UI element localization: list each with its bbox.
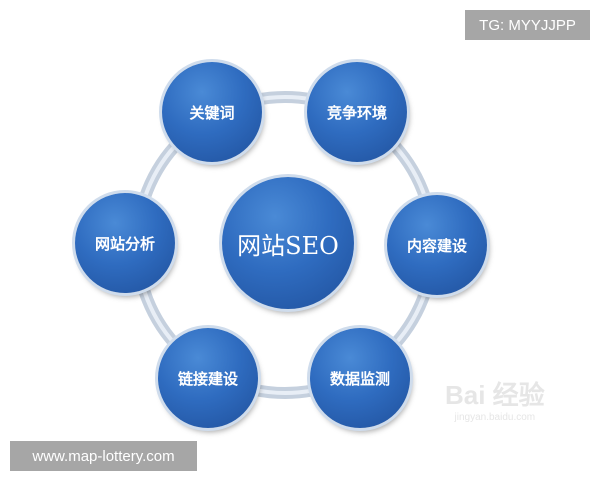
node-label: 链接建设 bbox=[177, 369, 238, 388]
node-site-analysis: 网站分析 bbox=[75, 193, 175, 293]
watermark-url: jingyan.baidu.com bbox=[454, 412, 536, 423]
center-node-website-seo: 网站SEO bbox=[222, 177, 354, 309]
node-label: 竞争环境 bbox=[326, 103, 387, 122]
node-content: 内容建设 bbox=[387, 195, 487, 295]
node-competition: 竞争环境 bbox=[307, 62, 407, 162]
top-right-tag: TG: MYYJJPP bbox=[465, 10, 590, 40]
bottom-tag-text: www.map-lottery.com bbox=[32, 447, 175, 465]
watermark-brand: Bai 经验 bbox=[445, 380, 545, 410]
node-label: 数据监测 bbox=[329, 369, 390, 388]
node-label: 关键词 bbox=[189, 103, 235, 122]
baidu-watermark: Bai 经验 jingyan.baidu.com bbox=[445, 375, 545, 423]
top-tag-text: TG: MYYJJPP bbox=[479, 16, 576, 34]
bottom-left-tag: www.map-lottery.com bbox=[10, 441, 197, 471]
node-data-monitoring: 数据监测 bbox=[310, 328, 410, 428]
node-keywords: 关键词 bbox=[162, 62, 262, 162]
center-label: 网站SEO bbox=[237, 231, 339, 260]
node-label: 网站分析 bbox=[94, 234, 155, 253]
node-label: 内容建设 bbox=[406, 236, 467, 255]
node-link-building: 链接建设 bbox=[158, 328, 258, 428]
